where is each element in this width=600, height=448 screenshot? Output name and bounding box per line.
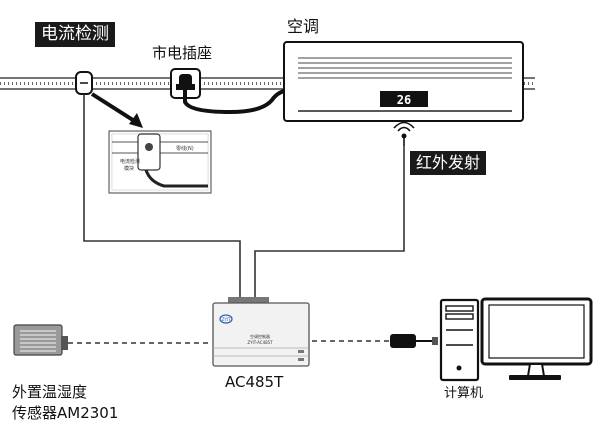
zoom-arrow	[90, 92, 143, 128]
ac-display-panel	[380, 91, 428, 107]
computer-monitor	[480, 297, 593, 380]
inset-module-label-1: 电流检测	[120, 158, 140, 165]
sensor-label-line2: 传感器AM2301	[12, 404, 119, 422]
socket-label: 市电插座	[152, 44, 213, 62]
air-conditioner: 26	[283, 41, 524, 122]
ac-temperature-display: 26	[397, 93, 411, 107]
current-sensor-clip	[75, 71, 93, 95]
ir-emitter-icon	[393, 121, 415, 146]
device-logo: ZYIT	[222, 317, 231, 322]
signal-wires	[83, 94, 405, 303]
inset-module-label-2: 模块	[124, 165, 134, 172]
inset-wire-label: 零线(N)	[176, 145, 194, 152]
inset-zoom-image: 电流检测 模块 零线(N)	[108, 130, 212, 194]
device-name: 空调控制器	[250, 333, 270, 339]
sensor-label-line1: 外置温湿度	[12, 383, 88, 401]
power-socket	[170, 68, 201, 99]
ir-emit-tag: 红外发射	[410, 151, 487, 175]
ac-power-cord	[183, 87, 299, 115]
device-logo-icon	[219, 314, 233, 324]
current-detect-tag: 电流检测	[35, 22, 115, 47]
device-label: AC485T	[225, 373, 284, 391]
device-model: ZYIT-AC485T	[247, 340, 273, 345]
computer-label: 计算机	[444, 386, 484, 401]
am2301-sensor	[13, 324, 68, 356]
aircon-label: 空调	[287, 17, 320, 36]
usb-cable	[312, 334, 438, 348]
ac485t-device: ZYIT 空调控制器 ZYIT-AC485T	[212, 297, 310, 367]
computer-tower	[439, 298, 480, 382]
